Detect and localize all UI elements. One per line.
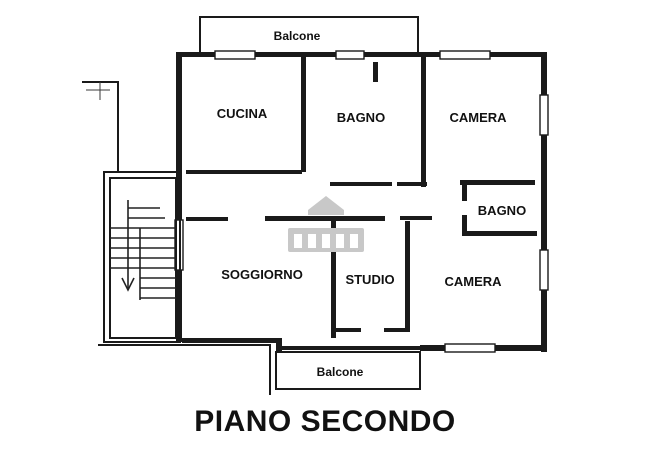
- stairwell: [82, 81, 271, 395]
- windows: [174, 50, 549, 353]
- label-camera-2: CAMERA: [444, 274, 502, 289]
- label-cucina: CUCINA: [217, 106, 268, 121]
- label-bagno-1: BAGNO: [337, 110, 385, 125]
- label-bagno-2: BAGNO: [478, 203, 526, 218]
- floor-title: PIANO SECONDO: [194, 405, 456, 438]
- label-balcone-top: Balcone: [274, 29, 321, 43]
- label-camera-1: CAMERA: [449, 110, 507, 125]
- label-balcone-bottom: Balcone: [317, 365, 364, 379]
- label-studio: STUDIO: [345, 272, 394, 287]
- label-soggiorno: SOGGIORNO: [221, 267, 303, 282]
- watermark-logo: [288, 196, 364, 252]
- balcony-bottom: [275, 351, 421, 390]
- interior-walls: [186, 57, 537, 338]
